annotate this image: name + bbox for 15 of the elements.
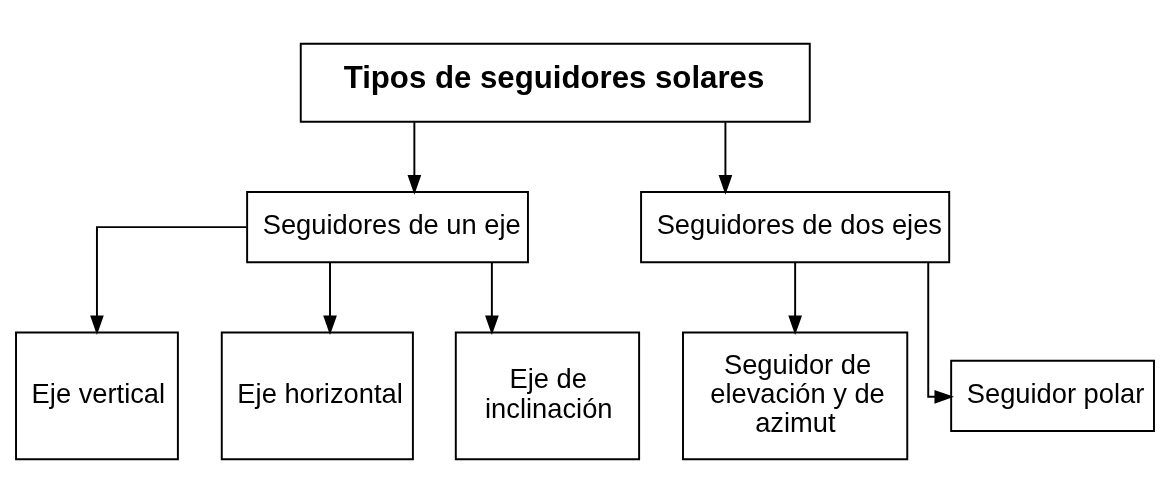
node-box: Seguidores de dos ejes: [640, 191, 951, 264]
node-box: Seguidor de elevación y de azimut: [682, 331, 909, 461]
arrow: [718, 121, 733, 195]
node-box: Seguidores de un eje: [246, 191, 529, 264]
arrow: [788, 261, 802, 336]
arrow: [407, 121, 422, 195]
node-box: Eje horizontal: [220, 331, 414, 461]
arrow: [90, 226, 248, 335]
arrow: [323, 261, 337, 336]
arrow: [927, 261, 954, 404]
node-box: Eje de inclinación: [454, 331, 641, 461]
node-box: Tipos de seguidores solares: [299, 42, 811, 123]
arrow: [485, 261, 499, 336]
node-box: Eje vertical: [15, 331, 179, 461]
node-box: Seguidor polar: [950, 359, 1155, 432]
